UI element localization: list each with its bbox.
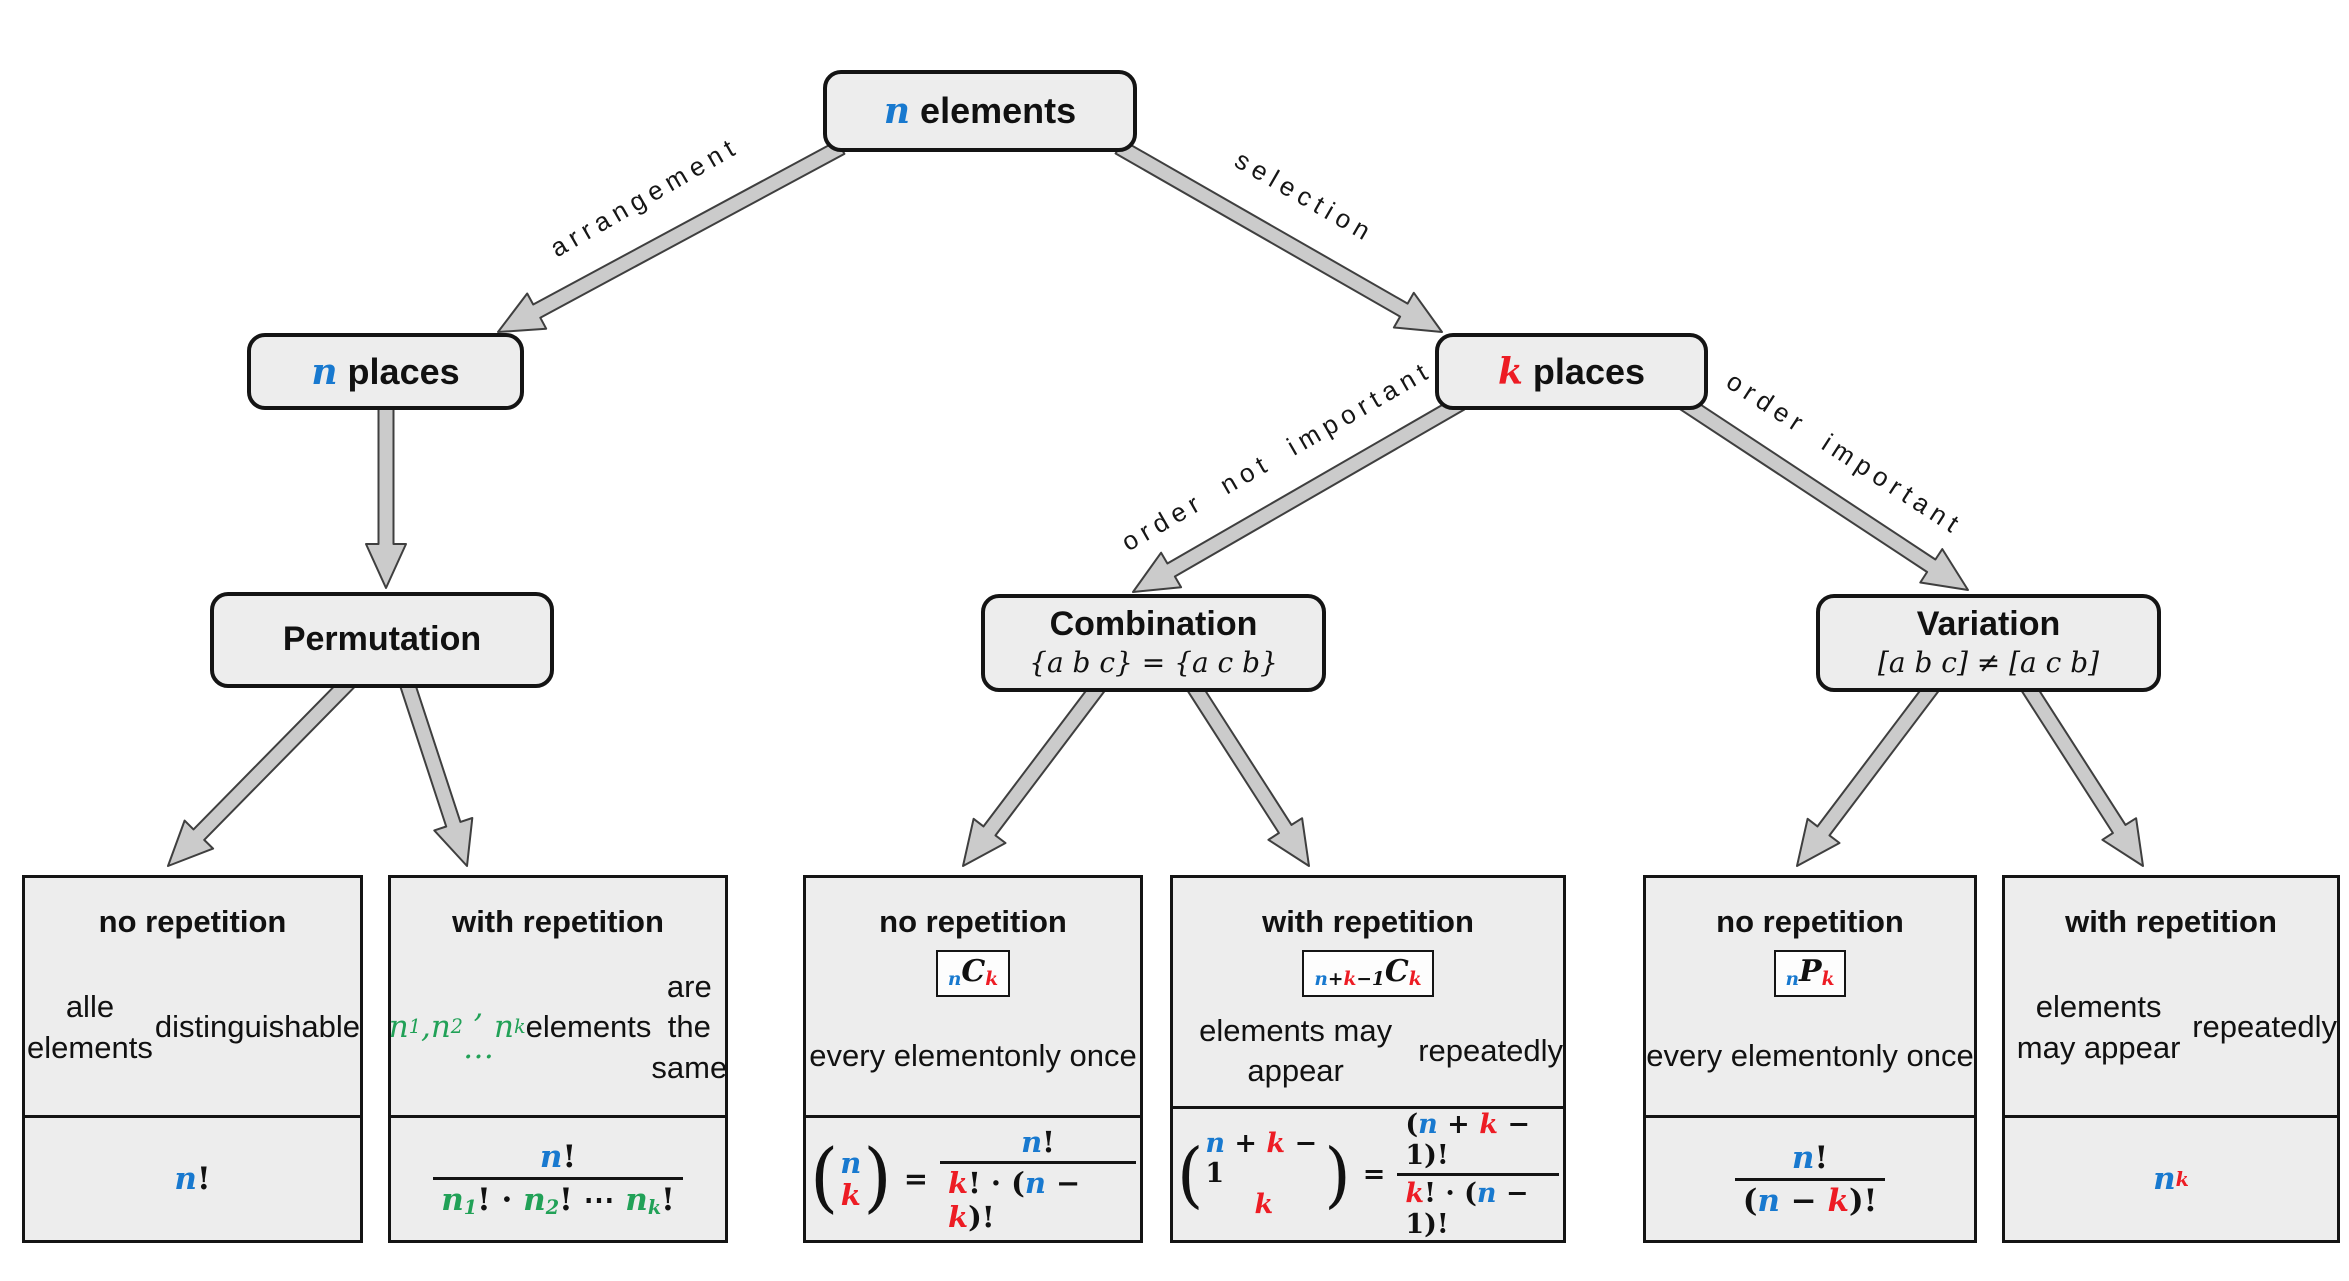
leaf-formula-section: n! (n − k)!	[1646, 1118, 1974, 1240]
leaf-title: with repetition	[1262, 904, 1474, 939]
fraction: (n + k − 1)! k! · (n − 1)!	[1397, 1109, 1559, 1240]
arrow-permutation-to-no-repetition	[167, 672, 359, 867]
node-k-places: k places	[1435, 333, 1708, 410]
leaf-title: with repetition	[452, 904, 664, 939]
leaf-title: no repetition	[879, 904, 1067, 939]
node-n-elements-title: n elements	[883, 90, 1077, 132]
fraction-denominator: n1! · n2! ⋯ nk!	[433, 1176, 683, 1219]
node-n-places-title: n places	[311, 350, 460, 393]
arrow-root-to-k-places	[1114, 139, 1443, 333]
formula-k-permutation: n! (n − k)!	[1734, 1139, 1886, 1219]
binomial-top: n + k − 1	[1205, 1128, 1318, 1190]
arrow-combination-to-with-repetition	[1183, 676, 1310, 867]
binomial-bottom: k	[840, 1178, 861, 1212]
right-paren: )	[1324, 1132, 1351, 1216]
fraction-numerator: n!	[1021, 1124, 1055, 1159]
leaf-title: no repetition	[1716, 904, 1904, 939]
node-combination: Combination {a b c} = {a c b}	[981, 594, 1326, 692]
fraction-numerator: n!	[539, 1138, 577, 1175]
binomial-bottom: k	[1254, 1188, 1274, 1220]
node-n-places: n places	[247, 333, 524, 410]
arrow-root-to-n-places	[497, 139, 846, 333]
formula-binomial-coefficient: ( n k ) = n! k! · (n − k)!	[810, 1125, 1136, 1234]
node-permutation: Permutation	[210, 592, 554, 688]
fraction-denominator: k! · (n − 1)!	[1397, 1173, 1559, 1240]
leaf-description-section: with repetition n+k−1Ck elements may app…	[1173, 878, 1563, 1109]
arrow-permutation-to-with-repetition	[396, 673, 474, 867]
fraction: n! n1! · n2! ⋯ nk!	[433, 1139, 683, 1219]
leaf-formula-section: ( n k ) = n! k! · (n − k)!	[806, 1118, 1140, 1240]
node-n-elements: n elements	[823, 70, 1137, 152]
left-paren: (	[1177, 1132, 1204, 1216]
leaf-formula-section: n!	[25, 1118, 360, 1240]
binomial-top: n	[840, 1145, 862, 1180]
variation-subtitle: [a b c] ≠ [a c b]	[1877, 645, 2100, 679]
fraction-denominator: (n − k)!	[1734, 1177, 1886, 1219]
leaf-combination-with-repetition: with repetition n+k−1Ck elements may app…	[1170, 875, 1566, 1243]
leaf-title: no repetition	[98, 904, 287, 939]
leaf-title: with repetition	[2065, 904, 2277, 939]
combination-title: Combination	[1049, 605, 1258, 644]
combination-subtitle: {a b c} = {a c b}	[1029, 645, 1278, 679]
fraction-numerator: n!	[1791, 1139, 1829, 1176]
left-paren: (	[810, 1134, 839, 1223]
symbol-badge-n-plus-k-minus-1-C-k: n+k−1Ck	[1302, 950, 1434, 997]
fraction-numerator: (n + k − 1)!	[1405, 1109, 1530, 1171]
equals-sign: =	[1362, 1159, 1386, 1190]
arrow-combination-to-no-repetition	[962, 676, 1109, 867]
formula-multiset-permutation: n! n1! · n2! ⋯ nk!	[433, 1139, 683, 1219]
arrow-n-places-to-permutation	[365, 395, 407, 589]
node-k-places-title: k places	[1497, 350, 1646, 393]
fraction: n! (n − k)!	[1734, 1139, 1886, 1219]
fraction-denominator: k! · (n − k)!	[940, 1160, 1136, 1234]
arrow-k-places-to-combination	[1132, 395, 1466, 593]
right-paren: )	[863, 1134, 892, 1223]
formula-multiset-combination: ( n + k − 1 k ) = (n + k − 1)! k! · (n −…	[1177, 1109, 1559, 1240]
arrow-k-places-to-variation	[1678, 395, 1969, 591]
binomial-column: n + k − 1 k	[1203, 1128, 1324, 1220]
permutation-title: Permutation	[282, 620, 482, 659]
arrow-variation-to-with-repetition	[2017, 676, 2144, 867]
leaf-formula-section: ( n + k − 1 k ) = (n + k − 1)! k! · (n −…	[1173, 1109, 1563, 1240]
formula-n-factorial: n!	[174, 1161, 211, 1197]
fraction: n! k! · (n − k)!	[940, 1125, 1136, 1234]
symbol-badge-nPk: nPk	[1773, 950, 1847, 997]
equals-sign: =	[903, 1162, 928, 1196]
symbol-badge-nCk: nCk	[935, 950, 1011, 997]
binomial-column: n k	[838, 1145, 863, 1212]
node-variation: Variation [a b c] ≠ [a c b]	[1816, 594, 2161, 692]
leaf-formula-section: n! n1! · n2! ⋯ nk!	[391, 1118, 725, 1240]
arrow-variation-to-no-repetition	[1796, 676, 1943, 867]
variation-title: Variation	[1916, 605, 2061, 644]
